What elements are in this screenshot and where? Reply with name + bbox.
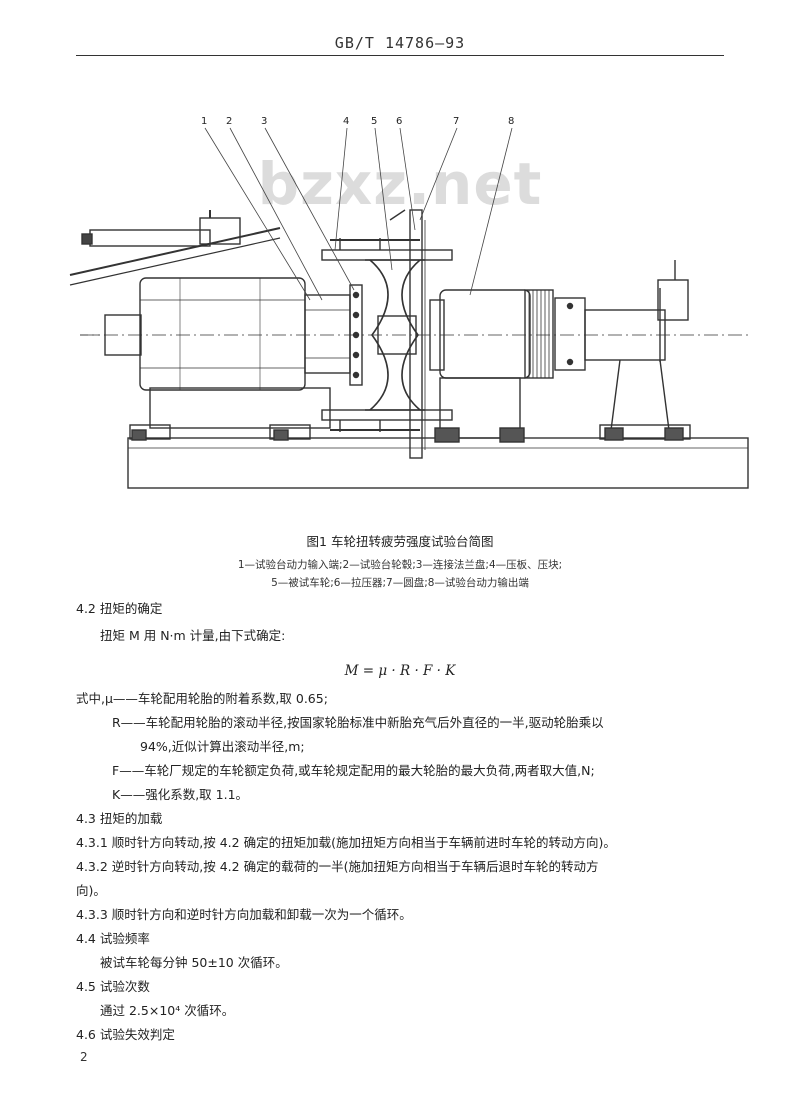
section-4-6-heading: 4.6 试验失效判定	[76, 1027, 175, 1042]
power-output-housing	[439, 289, 531, 379]
lever-arm	[69, 227, 281, 276]
where-mu: 式中,μ——车轮配用轮胎的附着系数,取 0.65;	[76, 691, 328, 706]
coupling	[524, 289, 554, 379]
callout-6: 6	[396, 116, 402, 127]
callout-5: 5	[371, 116, 377, 127]
output-pedestal	[439, 377, 521, 439]
figure-caption: 图1 车轮扭转疲劳强度试验台简图	[306, 534, 494, 549]
callout-7: 7	[453, 116, 459, 127]
motor-foot-right	[269, 424, 311, 440]
callout-8: 8	[508, 116, 514, 127]
power-input-housing	[139, 277, 306, 391]
page-number: 2	[80, 1050, 88, 1064]
where-K: K——强化系数,取 1.1。	[112, 787, 249, 802]
section-4-2-heading: 4.2 扭矩的确定	[76, 601, 163, 616]
section-4-4-text: 被试车轮每分钟 50±10 次循环。	[100, 955, 288, 970]
section-4-4-heading: 4.4 试验频率	[76, 931, 150, 946]
header-standard-number: GB/T 14786—93	[334, 34, 466, 52]
section-4-5-heading: 4.5 试验次数	[76, 979, 150, 994]
callout-2: 2	[226, 116, 232, 127]
section-4-3-1: 4.3.1 顺时针方向转动,按 4.2 确定的扭矩加载(施加扭矩方向相当于车辆前…	[76, 835, 616, 850]
test-hub	[304, 294, 351, 374]
where-F: F——车轮厂规定的车轮额定负荷,或车轮规定配用的最大轮胎的最大负荷,两者取大值,…	[112, 763, 595, 778]
where-R-line-2: 94%,近似计算出滚动半径,m;	[140, 739, 305, 754]
figure-legend-line-1: 1—试验台动力输入端;2—试验台轮毂;3—连接法兰盘;4—压板、压块;	[237, 559, 563, 571]
callout-1: 1	[201, 116, 207, 127]
callout-4: 4	[343, 116, 349, 127]
test-rig-diagram: 1 2 3 4 5 6 7 8	[69, 116, 750, 489]
left-frame	[149, 387, 331, 429]
rig-base	[127, 437, 749, 489]
watermark: bzxz.net	[257, 150, 543, 218]
section-4-3-2-line-1: 4.3.2 逆时针方向转动,按 4.2 确定的载荷的一半(施加扭矩方向相当于车辆…	[76, 859, 599, 874]
section-4-3-2-line-2: 向)。	[76, 883, 106, 898]
header-rule	[76, 55, 724, 56]
section-4-3-3: 4.3.3 顺时针方向和逆时针方向加载和卸载一次为一个循环。	[76, 907, 412, 922]
test-wheel	[369, 259, 389, 411]
section-4-5-text: 通过 2.5×10⁴ 次循环。	[100, 1003, 235, 1018]
torque-formula: M = μ · R · F · K	[344, 663, 456, 679]
callout-3: 3	[261, 116, 267, 127]
figure-legend-line-2: 5—被试车轮;6—拉压器;7—圆盘;8—试验台动力输出端	[271, 577, 529, 589]
bearing-stand	[584, 309, 666, 361]
press-plate-bottom	[321, 409, 453, 421]
section-4-2-intro: 扭矩 M 用 N·m 计量,由下式确定:	[100, 628, 286, 643]
section-4-3-heading: 4.3 扭矩的加载	[76, 811, 163, 826]
press-plate-top	[321, 249, 453, 261]
where-R-line-1: R——车轮配用轮胎的滚动半径,按国家轮胎标准中新胎充气后外直径的一半,驱动轮胎乘…	[112, 715, 604, 730]
disc-plate	[409, 209, 423, 459]
